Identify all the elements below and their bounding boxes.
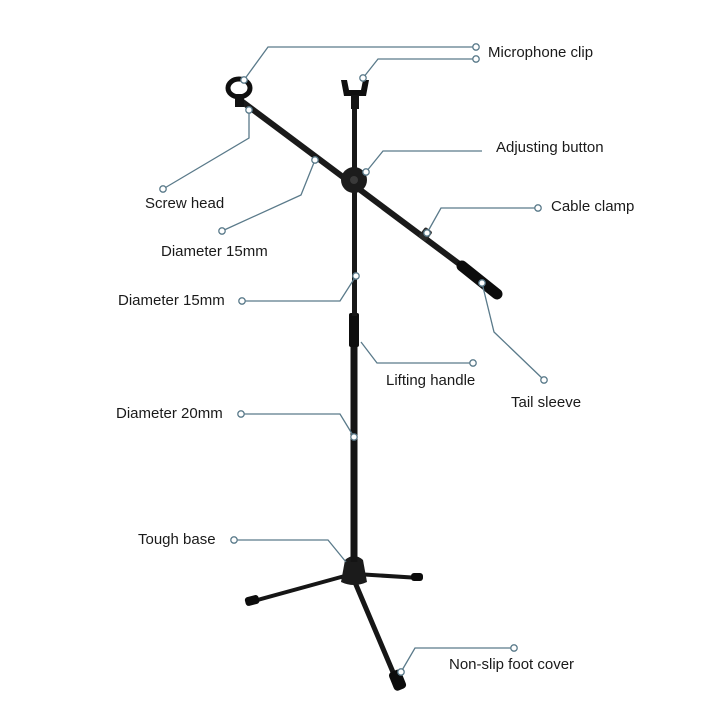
leader-cable-clamp	[426, 207, 538, 234]
leader-diameter-lower	[241, 413, 355, 438]
leader-diameter-upper	[242, 275, 357, 302]
leader-lifting-handle	[360, 341, 473, 364]
tripod-leg-right	[354, 572, 422, 580]
leader-tail-sleeve	[481, 282, 545, 381]
label-lifting-handle: Lifting handle	[386, 372, 476, 389]
mic-clip-boom-stem	[235, 94, 244, 107]
label-tail-sleeve: Tail sleeve	[511, 394, 582, 411]
leader-diameter-boom	[221, 159, 316, 232]
tripod-leg-front	[351, 577, 401, 687]
label-cable-clamp: Cable clamp	[551, 198, 635, 215]
leader-microphone-clip-boom	[243, 46, 476, 81]
lower-pole	[350, 342, 358, 562]
tripod-leg-left	[248, 572, 354, 604]
foot-cover-right	[411, 573, 423, 581]
label-diameter-upper: Diameter 15mm	[118, 292, 225, 309]
label-non-slip-foot-cover: Non-slip foot cover	[449, 656, 575, 673]
foot-cover-left	[244, 595, 260, 606]
tripod-base-hub	[341, 556, 367, 585]
leader-microphone-clip-top	[362, 58, 476, 79]
mic-stand	[225, 76, 503, 691]
leader-non-slip-foot	[400, 647, 514, 673]
leader-adjusting-button	[365, 150, 482, 173]
tail-sleeve-part	[456, 260, 503, 300]
leader-screw-head	[162, 110, 250, 190]
label-diameter-lower: Diameter 20mm	[116, 405, 223, 422]
label-microphone-clip: Microphone clip	[488, 44, 594, 61]
label-screw-head: Screw head	[145, 195, 225, 212]
lifting-handle-part	[349, 313, 359, 347]
label-adjusting-button: Adjusting button	[496, 139, 604, 156]
upper-pole	[352, 96, 357, 316]
adjusting-knob-center	[350, 176, 358, 184]
label-diameter-boom: Diameter 15mm	[161, 243, 268, 260]
label-tough-base: Tough base	[138, 531, 216, 548]
leader-dots	[159, 43, 548, 676]
leader-lines	[162, 46, 545, 673]
mic-clip-top	[341, 80, 369, 96]
mic-clip-top-stem	[351, 95, 359, 109]
leader-tough-base	[234, 539, 347, 563]
